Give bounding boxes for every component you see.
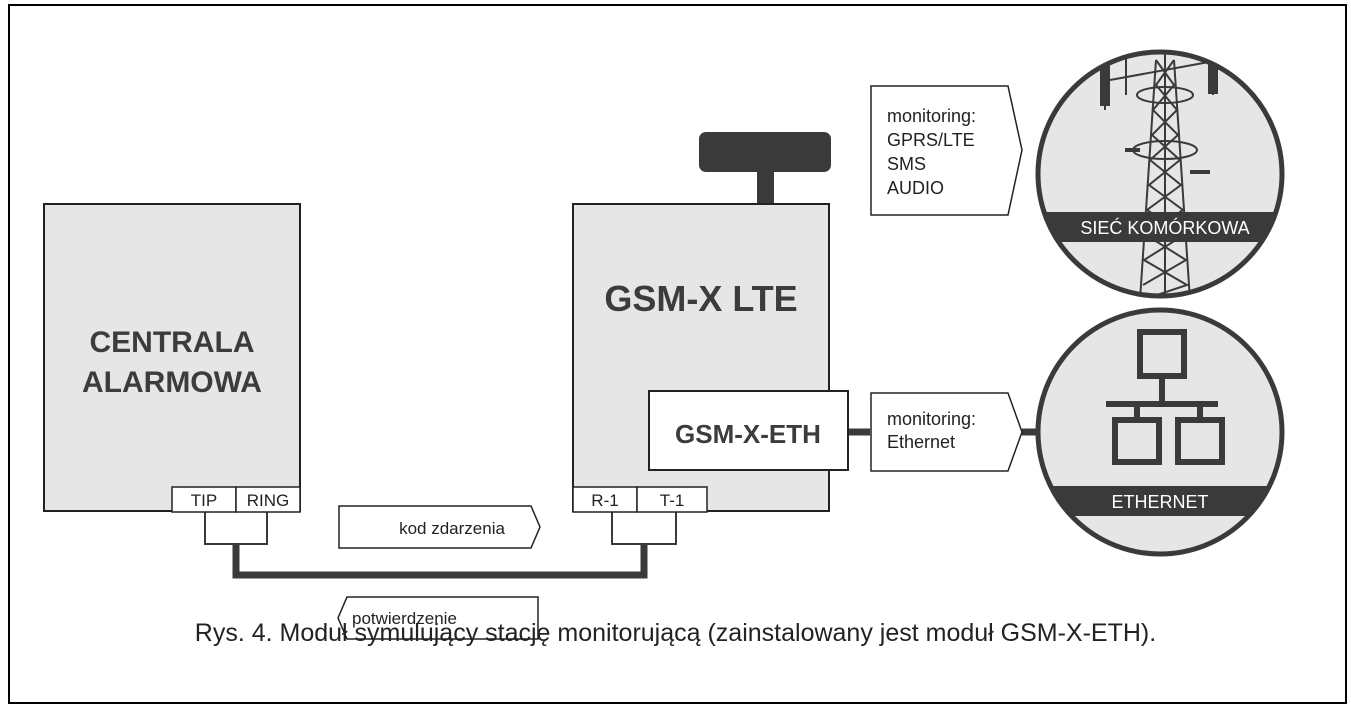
cellular-network-band — [1038, 212, 1282, 242]
t1-label: T-1 — [660, 491, 685, 510]
ethernet-network-label: ETHERNET — [1111, 492, 1208, 512]
ethernet-monitoring-arrow — [870, 392, 1023, 472]
ethernet-monitoring-line1: monitoring: — [887, 409, 976, 429]
figure-caption: Rys. 4. Moduł symulujący stację monitoru… — [194, 619, 1157, 647]
phone-line — [232, 544, 648, 579]
confirmation-label: potwierdzenie — [352, 609, 457, 628]
cellular-monitoring-line4: AUDIO — [887, 178, 944, 198]
network-icon — [1106, 329, 1225, 465]
ethernet-monitoring-line2: Ethernet — [887, 432, 955, 452]
event-code-label: kod zdarzenia — [399, 519, 505, 538]
tip-ring-loop — [204, 512, 268, 545]
r1-t1-loop — [611, 512, 677, 545]
antenna-icon — [699, 132, 831, 172]
eth-module-box — [648, 390, 849, 471]
cellular-monitoring-arrow — [870, 85, 1023, 216]
cellular-monitoring-line2: GPRS/LTE — [887, 130, 975, 150]
tip-terminal — [171, 486, 237, 513]
r1-terminal — [572, 486, 638, 513]
eth-module-label: GSM-X-ETH — [675, 419, 821, 449]
tip-label: TIP — [191, 491, 217, 510]
cellular-monitoring-line3: SMS — [887, 154, 926, 174]
gsm-module-title: GSM-X LTE — [604, 278, 797, 319]
cellular-network: SIEĆ KOMÓRKOWA — [1035, 49, 1285, 299]
ring-label: RING — [247, 491, 290, 510]
ethernet-network-band — [1038, 486, 1282, 516]
ethernet-network: ETHERNET — [1035, 307, 1285, 557]
cellular-network-label: SIEĆ KOMÓRKOWA — [1080, 217, 1249, 238]
antenna-mast — [757, 170, 774, 205]
ring-terminal — [235, 486, 301, 513]
cell-tower-icon — [1100, 52, 1221, 296]
event-code-arrow — [338, 505, 541, 549]
confirmation-arrow — [337, 596, 539, 640]
alarm-panel-box — [43, 203, 301, 512]
cellular-monitoring-line1: monitoring: — [887, 106, 976, 126]
alarm-panel-label-line1: CENTRALA — [90, 326, 255, 359]
alarm-panel-label-line2: ALARMOWA — [82, 366, 262, 399]
r1-label: R-1 — [591, 491, 618, 510]
t1-terminal — [636, 486, 708, 513]
